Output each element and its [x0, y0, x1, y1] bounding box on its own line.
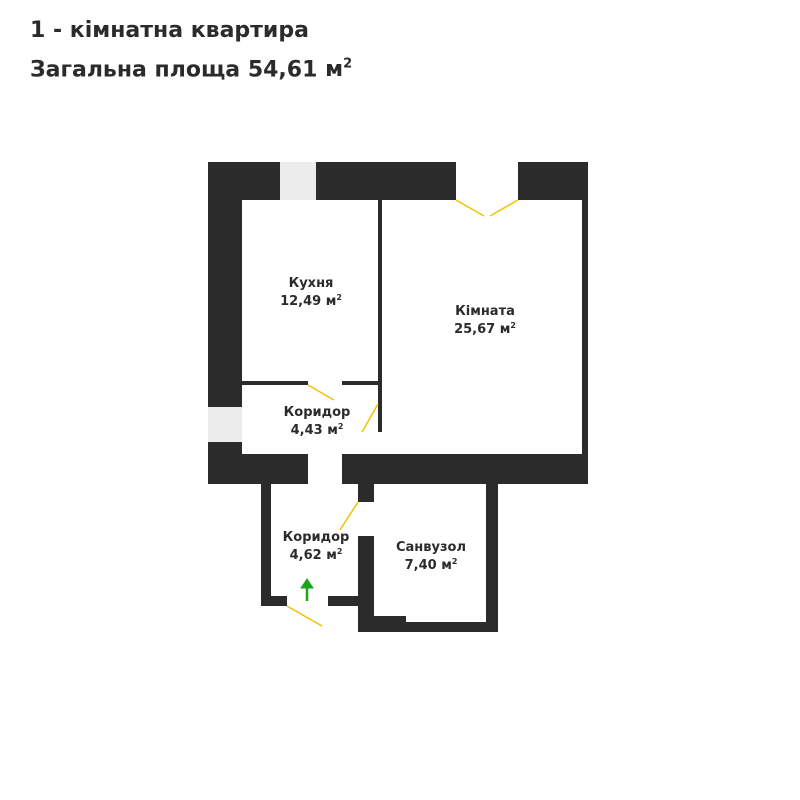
wall-kitchen-room	[378, 200, 382, 432]
door-kitchen	[307, 384, 335, 401]
door-room	[361, 403, 379, 433]
wall-kitchen-bottom-left	[242, 381, 308, 385]
kitchen-area: 12,49 м2	[280, 293, 342, 309]
wall-middle-left	[208, 454, 308, 484]
wall-right	[582, 162, 588, 484]
wall-corridor2-bottom-left	[261, 596, 287, 606]
door-entrance	[286, 605, 323, 627]
bathroom-name: Санвузол	[396, 540, 466, 555]
wall-top-right	[518, 162, 588, 200]
wall-bath-bottom	[406, 622, 498, 632]
corridor1-name: Коридор	[284, 405, 351, 420]
wall-corridor2-bottom-right	[328, 596, 374, 606]
wall-bath-right	[486, 484, 498, 632]
header: 1 - кімнатна квартира Загальна площа 54,…	[30, 14, 352, 87]
doors	[286, 199, 519, 627]
wall-kitchen-bottom-right	[342, 381, 382, 385]
door-bathroom	[339, 501, 359, 531]
apartment-type: 1 - кімнатна квартира	[30, 18, 309, 43]
wall-bath-bottom-left	[358, 616, 406, 632]
door-balcony-left	[455, 199, 485, 217]
total-area-value: 54,61	[247, 57, 318, 83]
total-area-unit: м2	[325, 57, 353, 83]
kitchen-name: Кухня	[289, 276, 334, 291]
wall-left-upper	[208, 162, 242, 407]
wall-middle-right	[342, 454, 588, 484]
windows	[208, 162, 316, 442]
room-labels: Кухня 12,49 м2 Кімната 25,67 м2 Коридор …	[280, 276, 516, 573]
wall-top-middle	[316, 162, 456, 200]
corridor1-area: 4,43 м2	[291, 422, 344, 438]
window-corridor	[208, 407, 242, 442]
total-area-label: Загальна площа	[30, 57, 241, 83]
wall-stub-corridor	[358, 484, 374, 502]
door-balcony-right	[489, 199, 519, 217]
wall-corridor2-left	[261, 484, 271, 606]
total-area: Загальна площа 54,61 м2	[30, 48, 352, 87]
wall-bath-left	[358, 536, 374, 632]
corridor2-area: 4,62 м2	[290, 547, 343, 563]
page-title: 1 - кімнатна квартира	[30, 14, 352, 48]
corridor2-name: Коридор	[283, 530, 350, 545]
room-area: 25,67 м2	[454, 321, 516, 337]
room-name: Кімната	[455, 304, 515, 319]
bathroom-area: 7,40 м2	[405, 557, 458, 573]
window-kitchen	[280, 162, 316, 200]
walls	[208, 162, 588, 632]
entrance-arrow-icon	[300, 578, 314, 601]
